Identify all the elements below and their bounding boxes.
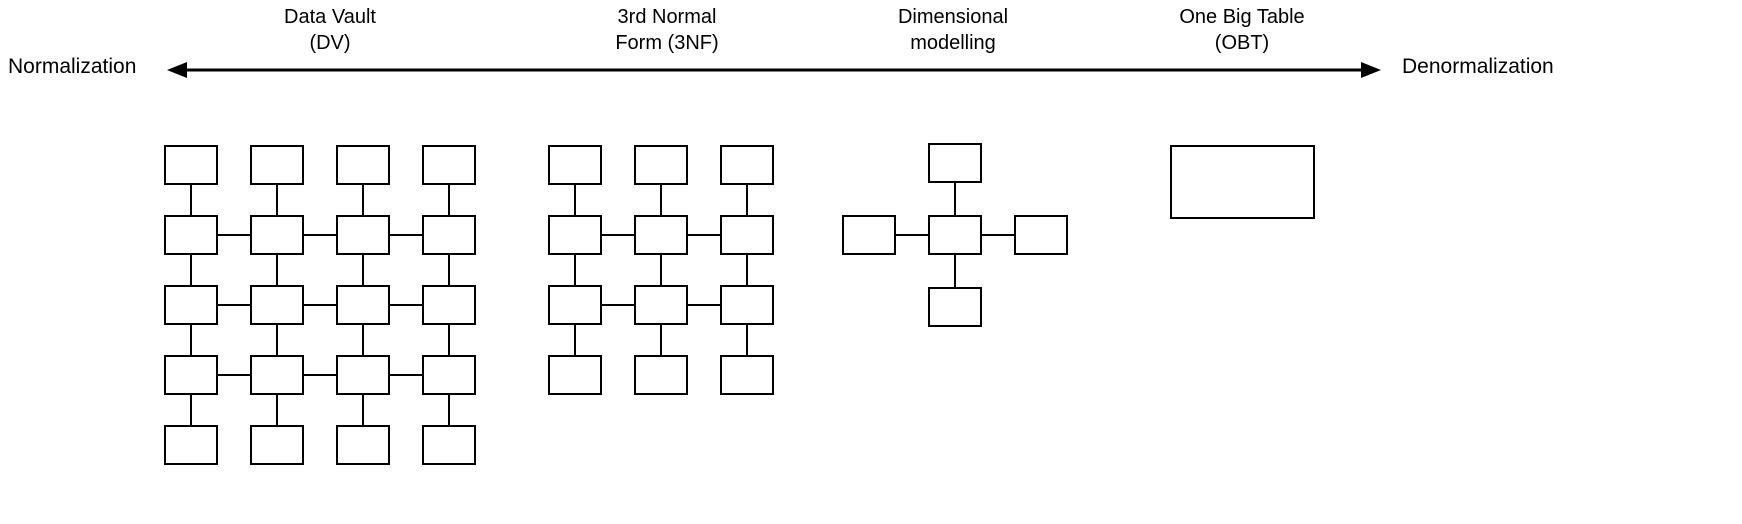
dimension-box-left [842,215,896,255]
model-third-normal-form [548,145,774,395]
model-data-vault [164,145,476,465]
stage-label-one-big-table: One Big Table (OBT) [1082,4,1402,56]
one-big-table-box [1170,145,1315,219]
stage-label-line2: Form (3NF) [615,32,719,54]
entity-box [164,145,218,185]
entity-box [422,145,476,185]
stage-label-line1: Dimensional [897,6,1009,28]
entity-box [336,215,390,255]
entity-box [720,355,774,395]
entity-box [250,215,304,255]
entity-box [164,285,218,325]
fact-box-center [928,215,982,255]
denormalization-label: Denormalization [1402,55,1554,78]
entity-box [336,355,390,395]
entity-box [634,355,688,395]
entity-box [634,145,688,185]
entity-box [422,425,476,465]
entity-box [422,285,476,325]
dimension-box-top [928,143,982,183]
entity-box [720,215,774,255]
entity-box [422,215,476,255]
entity-box [548,215,602,255]
entity-box [422,355,476,395]
entity-box [720,145,774,185]
model-one-big-table [1170,145,1315,219]
entity-box [250,425,304,465]
entity-box [548,355,602,395]
arrowhead-right-icon [1361,62,1381,78]
entity-box [250,145,304,185]
stage-label-line1: One Big Table [1179,6,1305,28]
stage-label-dimensional-modelling: Dimensional modelling [793,4,1113,56]
entity-box [634,285,688,325]
entity-box [548,145,602,185]
dimension-box-bottom [928,287,982,327]
entity-box [336,285,390,325]
entity-box [164,425,218,465]
stage-label-line1: 3rd Normal [617,6,717,28]
entity-box [250,285,304,325]
stage-label-line1: Data Vault [284,6,376,28]
entity-box [634,215,688,255]
entity-box [336,145,390,185]
entity-box [336,425,390,465]
arrowhead-left-icon [167,62,187,78]
entity-box [250,355,304,395]
stage-label-line2: modelling [910,32,996,54]
entity-box [164,355,218,395]
stage-label-line2: (OBT) [1214,32,1270,54]
entity-box [720,285,774,325]
model-dimensional-modelling [842,143,1068,327]
stage-label-line2: (DV) [309,32,351,54]
entity-box [548,285,602,325]
entity-box [164,215,218,255]
dimension-box-right [1014,215,1068,255]
stage-label-data-vault: Data Vault (DV) [170,4,490,56]
normalization-label: Normalization [8,55,137,78]
